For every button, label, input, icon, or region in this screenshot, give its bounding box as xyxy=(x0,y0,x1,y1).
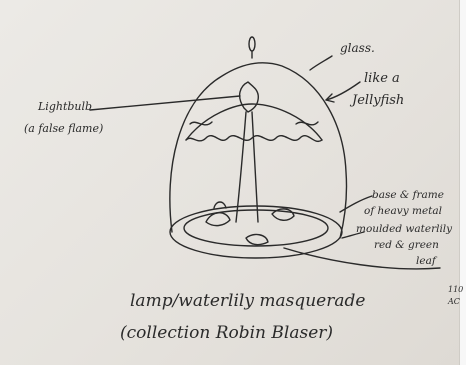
label-base-1: base & frame xyxy=(372,189,444,201)
glass-dome xyxy=(170,63,347,238)
lamp-stem xyxy=(236,112,246,222)
label-false-flame: (a false flame) xyxy=(24,122,103,135)
shade-wave-right xyxy=(296,122,318,125)
hanging-loop xyxy=(249,37,255,51)
caption-line-1: lamp/waterlily masquerade xyxy=(130,291,365,311)
base-outer xyxy=(170,206,342,258)
label-base-4: red & green xyxy=(374,239,439,251)
flame-bulb xyxy=(240,82,259,112)
label-glass: glass. xyxy=(340,41,375,55)
shade-wave-left xyxy=(190,122,212,125)
signature-number: 110 xyxy=(448,285,463,294)
signature-initials: AC xyxy=(447,297,460,306)
glass-leader xyxy=(310,56,332,70)
label-lightbulb: Lightbulb xyxy=(37,100,92,113)
lightbulb-leader xyxy=(90,96,240,110)
label-base-3: moulded waterlily xyxy=(356,223,453,235)
label-jellyfish: Jellyfish xyxy=(349,93,404,108)
label-base-2: of heavy metal xyxy=(364,205,442,217)
caption-line-2: (collection Robin Blaser) xyxy=(120,323,333,343)
lily-leaf-3 xyxy=(246,235,268,245)
base-inner xyxy=(184,210,328,246)
label-base-5: leaf xyxy=(416,255,438,267)
label-like-a: like a xyxy=(364,71,400,86)
